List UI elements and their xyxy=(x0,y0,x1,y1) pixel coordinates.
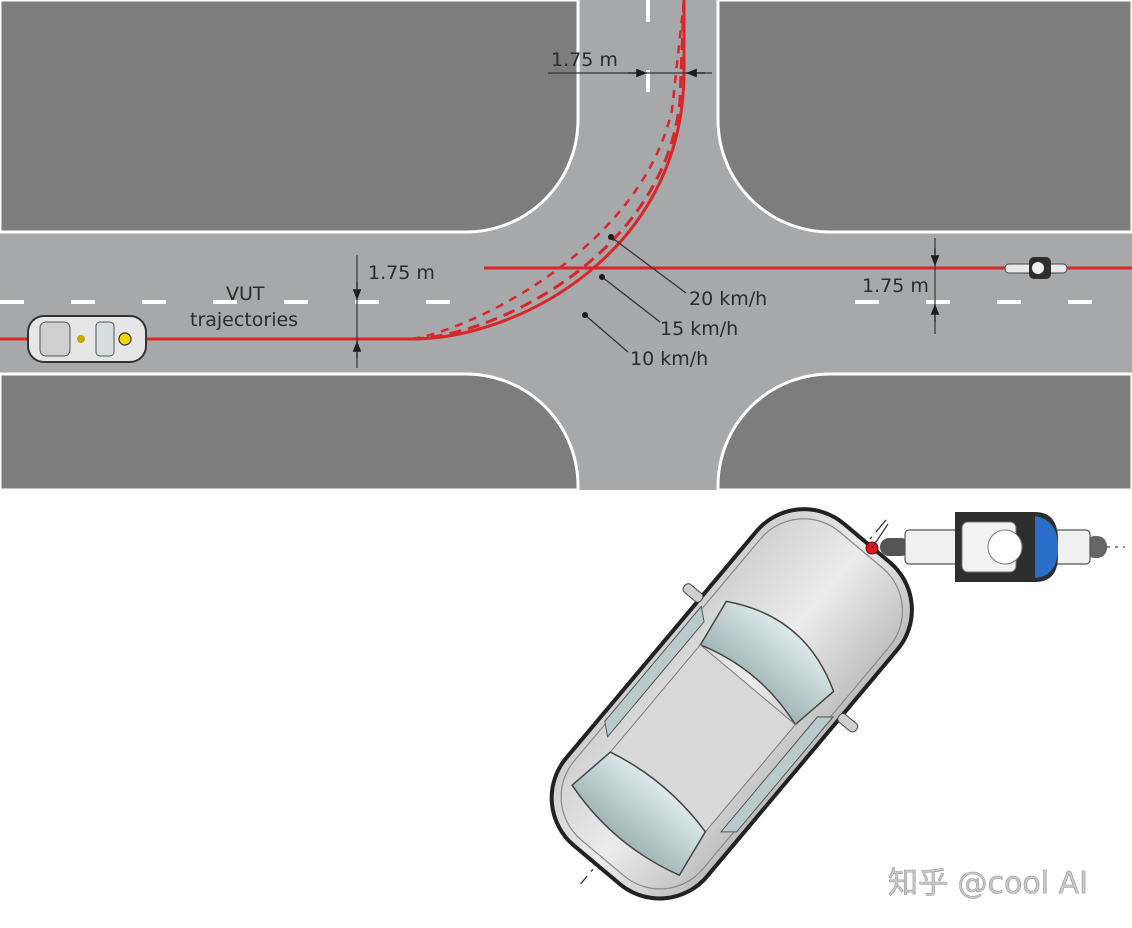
trajectory-20kmh xyxy=(411,0,686,341)
offset-label-left: 1.75 m xyxy=(368,262,435,284)
vut-label-line1: VUT xyxy=(226,283,265,305)
motorcycle-small xyxy=(1004,257,1068,279)
trajectory-15kmh xyxy=(411,0,686,341)
speed-leaders xyxy=(584,236,687,353)
block-top-left xyxy=(0,0,580,234)
offset-label-right: 1.75 m xyxy=(862,275,929,297)
vut-car-small xyxy=(27,315,147,363)
vut-label-line2: trajectories xyxy=(190,309,298,331)
intersection-top-view xyxy=(0,0,1132,492)
offset-label-top: 1.75 m xyxy=(551,49,618,71)
motorcycle-detail xyxy=(880,512,1125,582)
block-bottom-left xyxy=(0,372,580,492)
block-bottom-right xyxy=(716,372,1132,492)
block-top-right xyxy=(716,0,1132,234)
watermark-text: 知乎 @cool AI xyxy=(888,866,1088,901)
vut-car-detail xyxy=(549,507,914,901)
speed-label-15: 15 km/h xyxy=(660,318,738,340)
trajectory-10kmh xyxy=(411,0,686,341)
impact-detail-view xyxy=(549,507,1125,901)
speed-label-10: 10 km/h xyxy=(630,348,708,370)
speed-label-20: 20 km/h xyxy=(689,288,767,310)
